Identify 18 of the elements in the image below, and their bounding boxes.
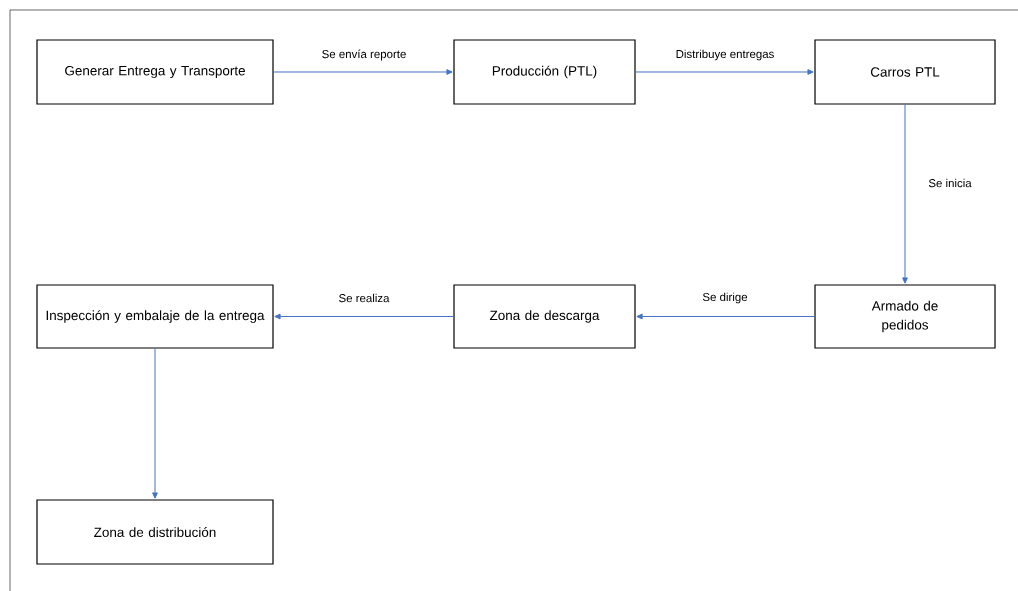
process-box: Zona de descarga: [453, 284, 636, 349]
edge-label: Se inicia: [928, 178, 972, 188]
process-box: Producción (PTL): [453, 39, 636, 105]
edge-label: Se envía reporte: [322, 49, 406, 61]
arrow: [635, 69, 814, 75]
arrow: [273, 69, 453, 75]
edge-label: Se dirige: [702, 292, 748, 304]
process-box: Generar Entrega y Transporte: [36, 39, 274, 105]
edge-label: Distribuye entregas: [676, 49, 774, 61]
arrow: [902, 104, 908, 284]
edge-label: Se realiza: [339, 293, 390, 303]
arrow: [152, 348, 158, 499]
process-box: Zona de distribución: [36, 499, 274, 565]
process-box: Carros PTL: [814, 39, 996, 105]
arrow: [274, 313, 454, 320]
process-box: Armado de pedidos: [814, 284, 996, 349]
process-box: Inspección y embalaje de la entrega: [36, 284, 274, 349]
arrow: [636, 313, 815, 320]
